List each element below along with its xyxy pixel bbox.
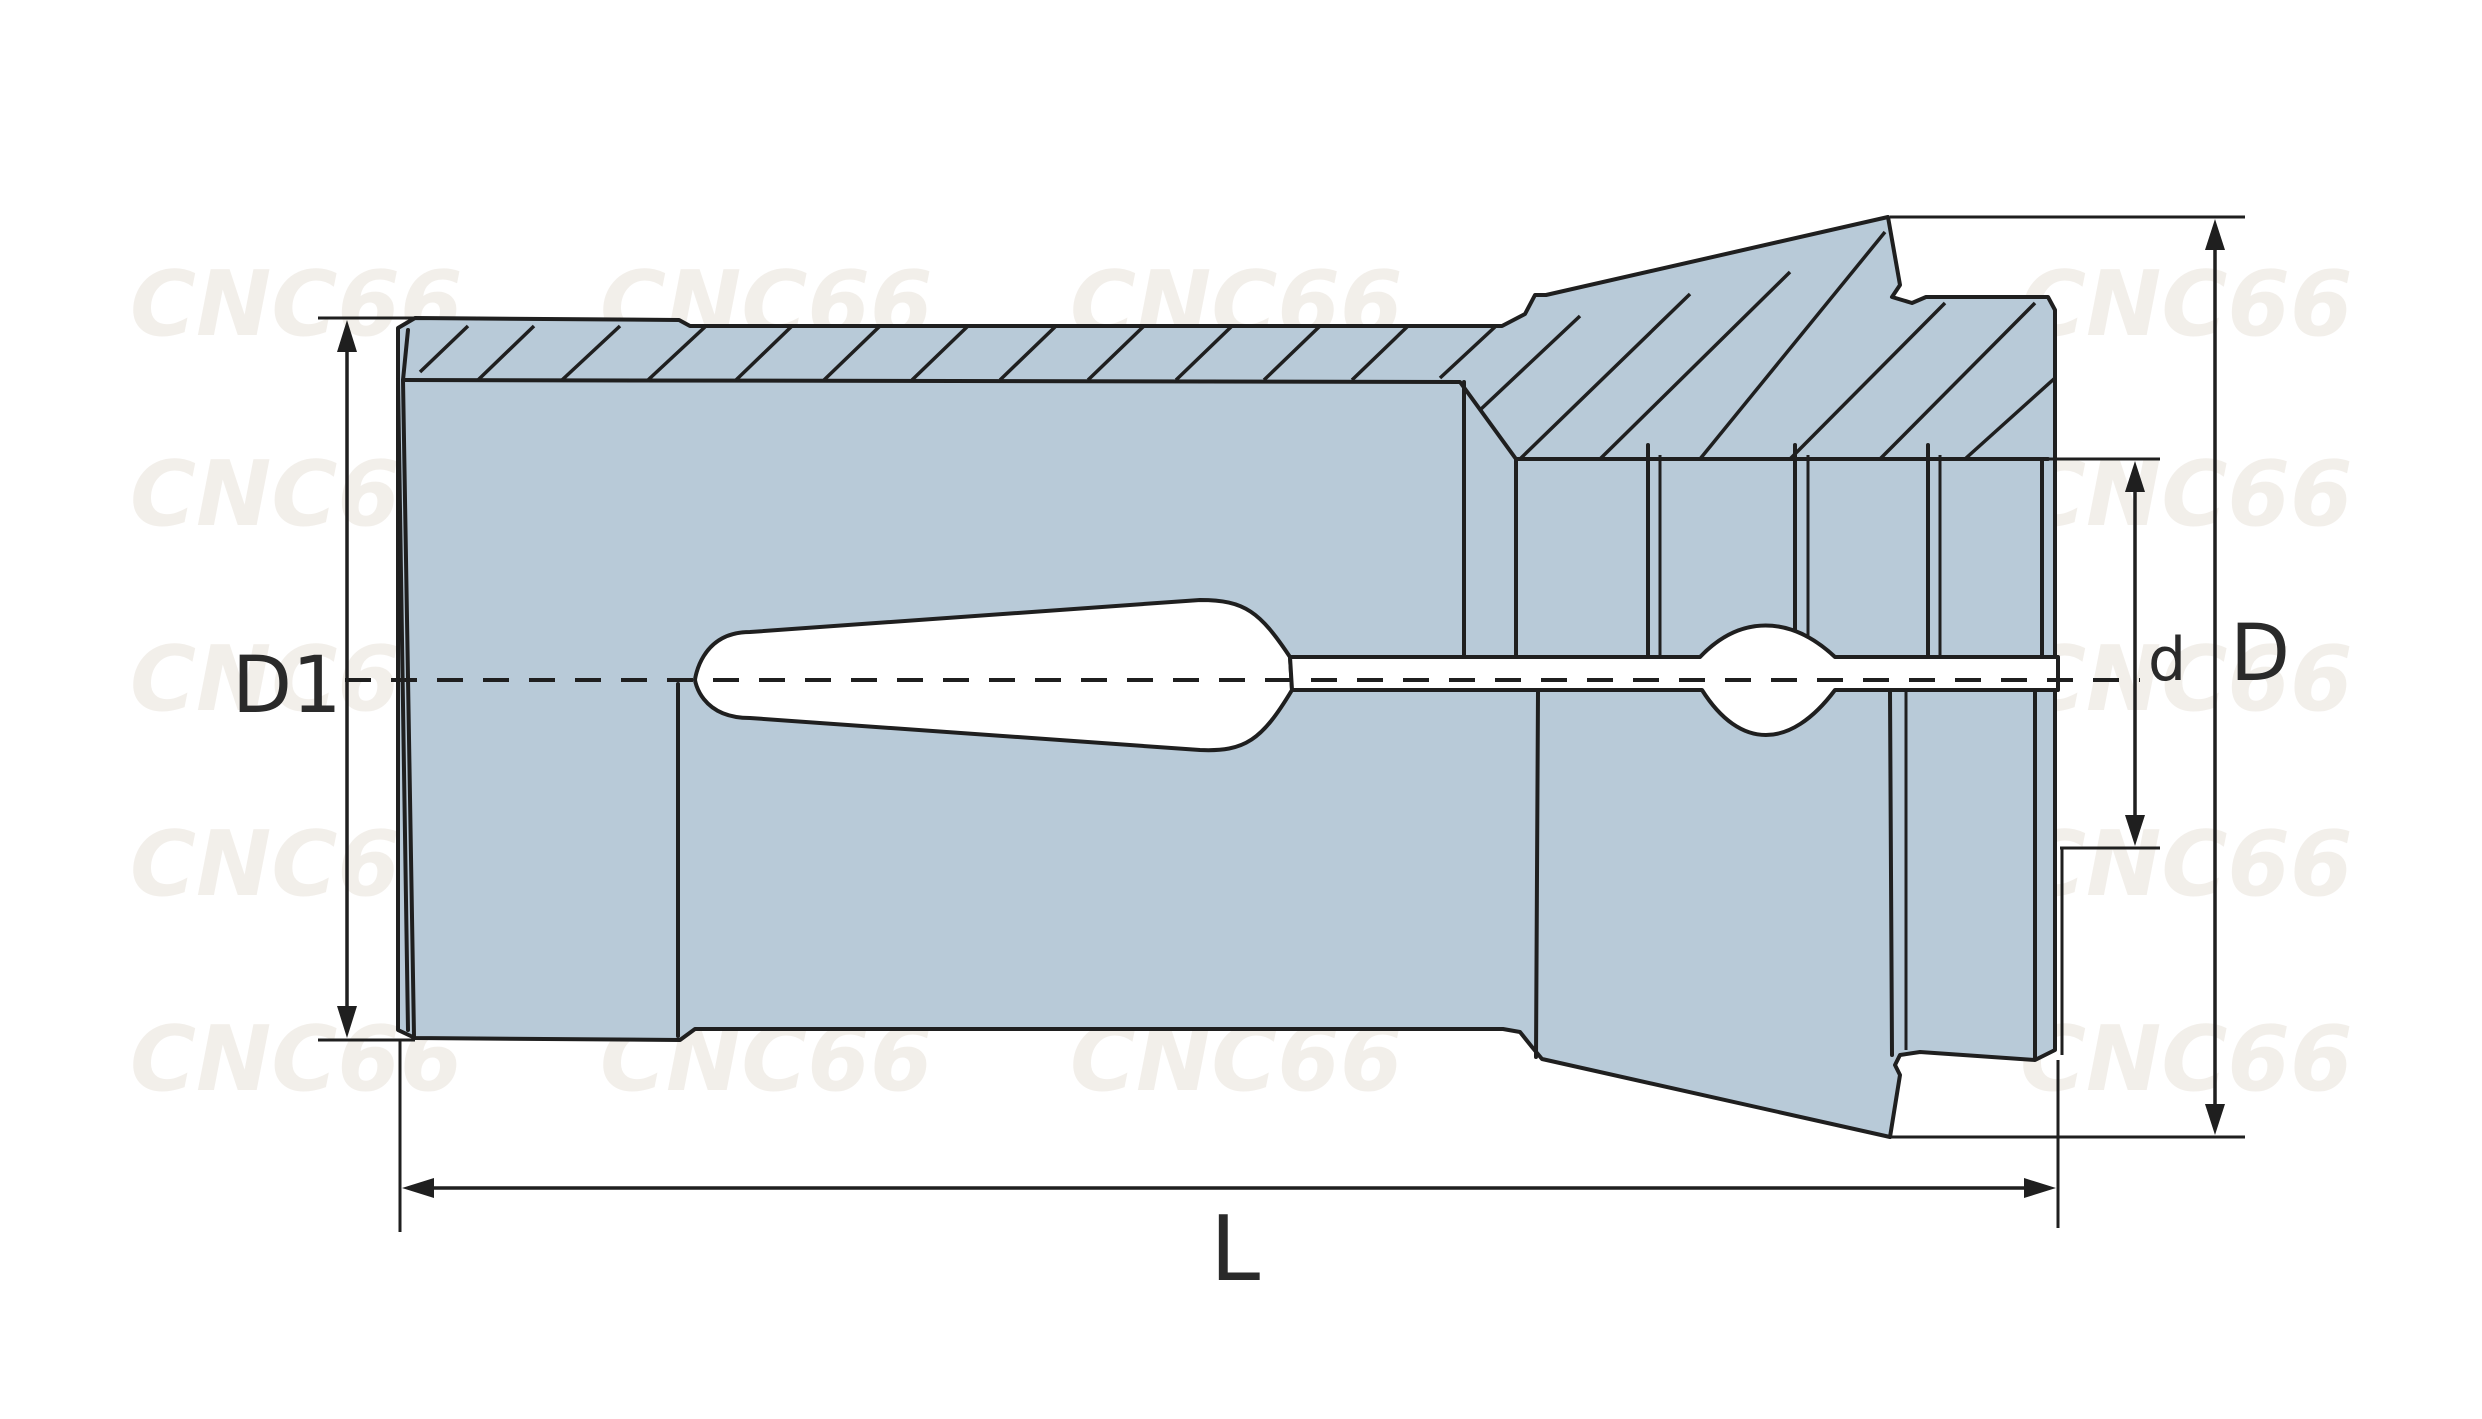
left-end-face: [401, 328, 416, 1038]
section-inner-edge: [401, 378, 2050, 461]
dimension-d: d: [2048, 457, 2186, 850]
dimension-label-l: L: [1210, 1197, 1260, 1302]
watermark: CNC66: [2020, 252, 2353, 357]
taper-step-lower: [1534, 690, 1540, 1059]
head-grooves: [1514, 443, 2044, 1060]
watermark: CNC66: [2020, 812, 2353, 917]
watermark: CNC66: [2020, 1007, 2353, 1112]
dimension-d-outer: D: [1890, 215, 2290, 1139]
section-hatching: [401, 230, 2057, 461]
dimension-label-d1: D1: [232, 641, 342, 731]
watermark: CNC66: [2020, 627, 2353, 732]
dimension-label-d-outer: D: [2230, 609, 2290, 699]
long-slot: [693, 598, 1294, 753]
left-chamfer: [396, 378, 410, 1032]
center-slot-band: [1288, 623, 2060, 737]
dimension-label-d: d: [2148, 625, 2186, 695]
dimension-l: L: [398, 1040, 2060, 1302]
dimension-d1: D1: [232, 316, 415, 1042]
